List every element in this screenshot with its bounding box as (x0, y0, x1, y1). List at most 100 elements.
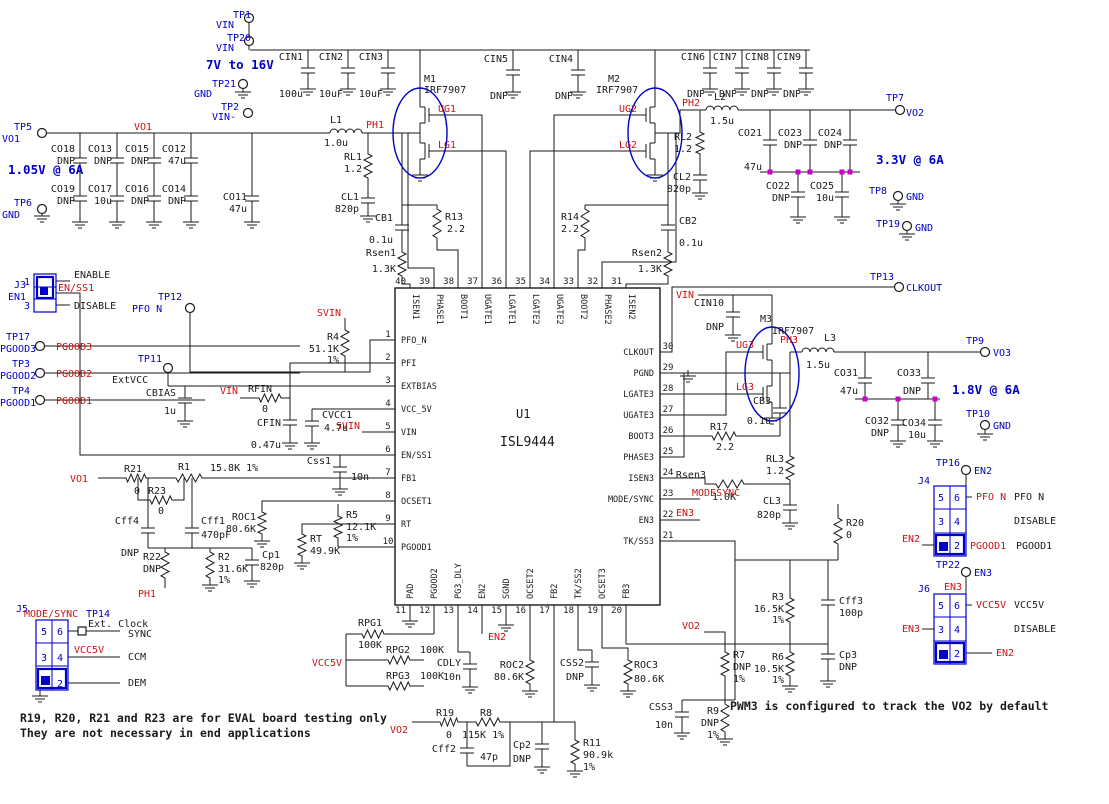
schematic-label: TP6 (14, 198, 32, 209)
schematic-label: R23 (148, 486, 166, 497)
pin-name: VIN (401, 428, 416, 438)
schematic-label: 1.5u (806, 360, 830, 371)
junction-dot (932, 396, 938, 402)
testpoint-TP19 (901, 220, 913, 232)
schematic-label: 3 (41, 653, 47, 664)
pin-number: 3 (385, 376, 390, 386)
schematic-label: 2 (57, 679, 63, 690)
wire (467, 722, 511, 767)
schematic-label: 820p (757, 510, 781, 521)
schematic-label: PGOOD3 (0, 344, 36, 355)
resistor-RT (296, 530, 308, 560)
schematic-label: 470pF (201, 530, 231, 541)
schematic-label: PH1 (138, 589, 156, 600)
pin-name: ISEN3 (628, 474, 654, 484)
connector-J4-jumper (934, 533, 966, 556)
schematic-label: 1% (772, 615, 784, 626)
pin-number: 11 (395, 606, 406, 616)
schematic-label: 1% (733, 674, 745, 685)
resistor-R6 (784, 648, 796, 680)
pin-number: 38 (443, 277, 454, 287)
schematic-label: CIN4 (549, 54, 573, 65)
schematic-label: EN/SS1 (58, 283, 94, 294)
schematic-label: CO23 (778, 128, 802, 139)
schematic-label: R5 (346, 510, 358, 521)
pin-number: 22 (663, 510, 674, 520)
schematic-label: 1.8V @ 6A (952, 382, 1020, 397)
schematic-label: EN2 (902, 534, 920, 545)
schematic-label: EN3 (676, 508, 694, 519)
schematic-label: R6 (772, 652, 784, 663)
schematic-label: DEM (128, 678, 146, 689)
schematic-label: 1 (24, 277, 30, 288)
testpoint-TP4 (34, 394, 46, 406)
schematic-label: DNP (751, 89, 769, 100)
wire (436, 242, 459, 288)
schematic-label: CIN8 (745, 52, 769, 63)
schematic-label: CBIAS (146, 388, 176, 399)
schematic-label: PH3 (780, 335, 798, 346)
schematic-label: Cp1 (262, 550, 280, 561)
schematic-label: DNP (513, 754, 531, 765)
resistor-R1 (172, 472, 206, 484)
testpoint-TP11 (162, 362, 174, 374)
pin-name: RT (401, 520, 411, 530)
schematic-label: 4 (57, 653, 63, 664)
pin-name: PG3_DLY (454, 563, 464, 599)
schematic-label: 0 (262, 404, 268, 415)
schematic-label: R11 (583, 738, 601, 749)
schematic-label: RPG3 (386, 671, 410, 682)
schematic-label: CO33 (897, 368, 921, 379)
schematic-label: 0 (446, 730, 452, 741)
schematic-label: PGOOD1 (56, 396, 92, 407)
pin-name: OCSET2 (526, 568, 536, 599)
wire (554, 721, 576, 736)
wire (56, 292, 395, 456)
schematic-label: L2 (714, 92, 726, 103)
schematic-label: CIN1 (279, 52, 303, 63)
schematic-label: CO24 (818, 128, 842, 139)
pin-name: TK/SS3 (623, 537, 654, 547)
schematic-label: VO2 (682, 621, 700, 632)
inductor-L1 (329, 128, 363, 134)
junction-dot (807, 169, 813, 175)
wire (625, 280, 669, 288)
resistor-ROC2 (524, 656, 536, 688)
schematic-label: EN3 (974, 568, 992, 579)
testpoint-TP21 (237, 78, 249, 90)
wire (289, 362, 395, 398)
pin-name: UGATE2 (554, 294, 564, 325)
connector-J6-jumper (934, 641, 966, 664)
schematic-label: TP22 (936, 560, 960, 571)
schematic-label: CB3 (753, 396, 771, 407)
schematic-label: DNP (903, 386, 921, 397)
testpoint-TP6 (36, 203, 48, 215)
schematic-label: CB1 (375, 213, 393, 224)
schematic-label: 47u (168, 156, 186, 167)
schematic-label: TP7 (886, 93, 904, 104)
schematic-label: RL3 (766, 454, 784, 465)
schematic-label: R9 (707, 706, 719, 717)
wire (434, 150, 507, 288)
schematic-label: CO15 (125, 144, 149, 155)
testpoint-TP7 (894, 104, 906, 116)
schematic-label: CIN2 (319, 52, 343, 63)
schematic-label: 47u (744, 162, 762, 173)
schematic-label: 100K (420, 645, 444, 656)
resistor-R22 (159, 548, 171, 582)
schematic-label: R2 (218, 552, 230, 563)
pin-number: 40 (395, 277, 406, 287)
pin-name: EN3 (639, 516, 654, 526)
schematic-label: CO32 (865, 416, 889, 427)
pin-number: 7 (385, 468, 390, 478)
pin-name: OCSET1 (401, 497, 432, 507)
pin-name: LGATE2 (530, 294, 540, 325)
schematic-label: DNP (121, 548, 139, 559)
schematic-label: Cp3 (839, 650, 857, 661)
resistor-ROC1 (256, 508, 268, 538)
schematic-label: TP2 (221, 102, 239, 113)
pin-name: PGOOD1 (401, 543, 432, 553)
schematic-label: R4 (327, 332, 339, 343)
schematic-label: PFO N (1014, 492, 1044, 503)
